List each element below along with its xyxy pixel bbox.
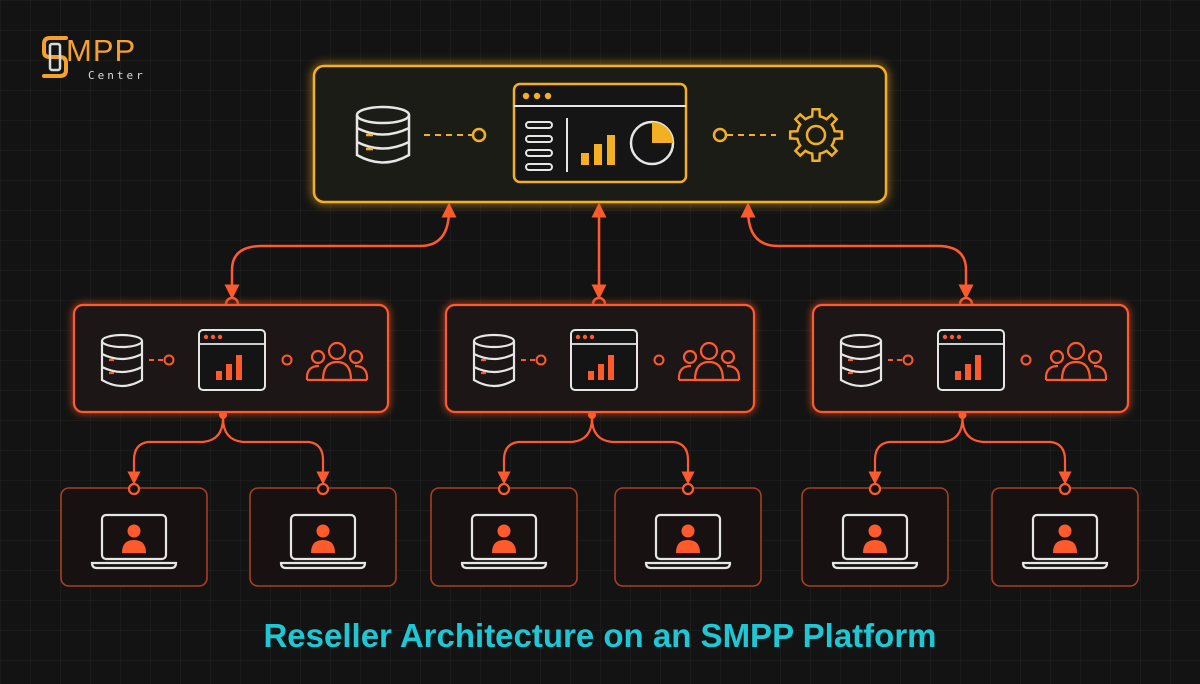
- laptop-user-icon: [644, 513, 732, 570]
- database-icon: [355, 105, 411, 164]
- users-icon: [677, 341, 741, 382]
- database-icon: [839, 333, 883, 388]
- reseller-connector: [149, 354, 175, 366]
- smpp-center-logo: [42, 36, 68, 78]
- reseller-port: [281, 354, 293, 366]
- gear-icon: [788, 107, 844, 163]
- reseller-node: [444, 303, 756, 414]
- laptop-user-icon: [831, 513, 919, 570]
- reseller-port: [653, 354, 665, 366]
- database-icon: [472, 333, 516, 388]
- reseller-node: [811, 303, 1130, 414]
- diagram-caption: Reseller Architecture on an SMPP Platfor…: [263, 617, 937, 654]
- client-node: [614, 482, 762, 587]
- logo-subtitle: Center: [88, 69, 146, 82]
- users-icon: [305, 341, 369, 382]
- client-port: [1058, 482, 1072, 496]
- client-port: [868, 482, 882, 496]
- client-port: [316, 482, 330, 496]
- client-node: [430, 482, 578, 587]
- reseller-to-client-links: [127, 411, 330, 485]
- client-node: [991, 482, 1139, 587]
- reseller-to-client-links: [497, 411, 695, 485]
- top-right-connector: [712, 127, 776, 143]
- database-icon: [100, 333, 144, 388]
- client-port: [497, 482, 511, 496]
- laptop-user-icon: [460, 513, 548, 570]
- client-port: [681, 482, 695, 496]
- users-icon: [1044, 341, 1108, 382]
- reseller-connector: [888, 354, 914, 366]
- dashboard-icon: [570, 329, 638, 391]
- top-to-reseller-links: [224, 202, 974, 300]
- logo-title: MPP: [66, 33, 137, 68]
- reseller-connector: [521, 354, 547, 366]
- reseller-to-client-links: [868, 411, 1072, 485]
- client-node: [249, 482, 397, 587]
- dashboard-icon: [937, 329, 1005, 391]
- client-node: [801, 482, 949, 587]
- top-left-connector: [424, 127, 487, 143]
- reseller-port: [1020, 354, 1032, 366]
- phone-s-logo-icon: [42, 36, 68, 78]
- reseller-node: [72, 303, 390, 414]
- client-port: [127, 482, 141, 496]
- laptop-user-icon: [279, 513, 367, 570]
- laptop-user-icon: [90, 513, 178, 570]
- client-node: [60, 482, 208, 587]
- laptop-user-icon: [1021, 513, 1109, 570]
- dashboard-icon: [198, 329, 266, 391]
- top-node: [312, 64, 888, 204]
- dashboard-icon: [512, 82, 688, 184]
